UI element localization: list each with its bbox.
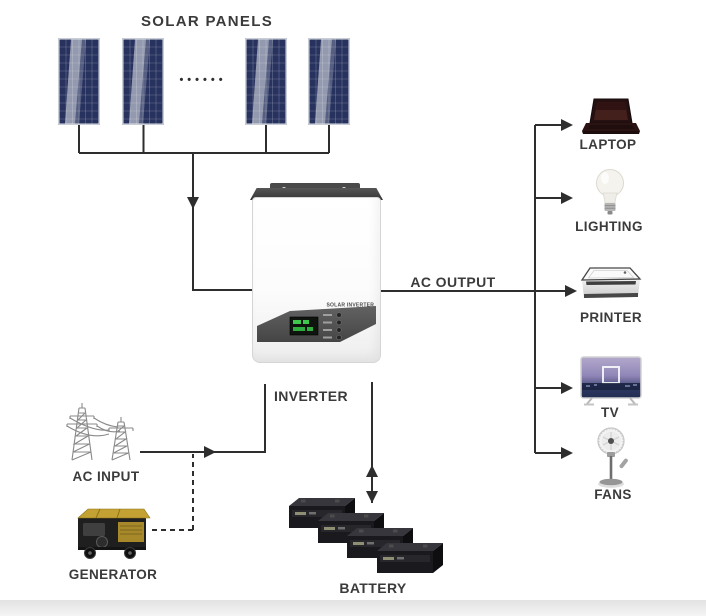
ac-input-label: AC INPUT	[72, 469, 140, 484]
solar-panel-icon	[122, 38, 164, 125]
led-indicators	[323, 312, 342, 341]
lighting-label: LIGHTING	[575, 219, 643, 234]
inverter-unit: SOLAR INVERTER	[250, 183, 383, 383]
solar-panels-title: SOLAR PANELS	[141, 13, 273, 30]
tv-label: TV	[600, 405, 620, 420]
generator-icon	[77, 508, 151, 559]
inverter-brand-label: SOLAR INVERTER	[326, 302, 374, 308]
power-towers-icon	[66, 403, 134, 461]
solar-panel-icon	[308, 38, 350, 125]
bottom-strip	[0, 600, 706, 616]
printer-label: PRINTER	[579, 310, 643, 325]
lightbulb-icon	[596, 169, 624, 215]
tv-icon	[580, 356, 642, 406]
laptop-label: LAPTOP	[579, 137, 637, 152]
solar-panel-icon	[245, 38, 287, 125]
battery-bank-icon	[289, 498, 443, 573]
lcd-display	[289, 316, 319, 336]
inverter-display-panel	[257, 306, 376, 342]
fan-icon	[597, 427, 628, 488]
ac-output-label: AC OUTPUT	[410, 274, 496, 290]
battery-label: BATTERY	[339, 580, 407, 596]
solar-panel-icon	[58, 38, 100, 125]
printer-icon	[580, 267, 642, 298]
solar-panel-ellipsis: ••••••	[179, 74, 227, 86]
laptop-icon	[582, 98, 640, 134]
inverter-label: INVERTER	[274, 388, 348, 404]
generator-label: GENERATOR	[68, 567, 158, 582]
fans-label: FANS	[594, 487, 632, 502]
